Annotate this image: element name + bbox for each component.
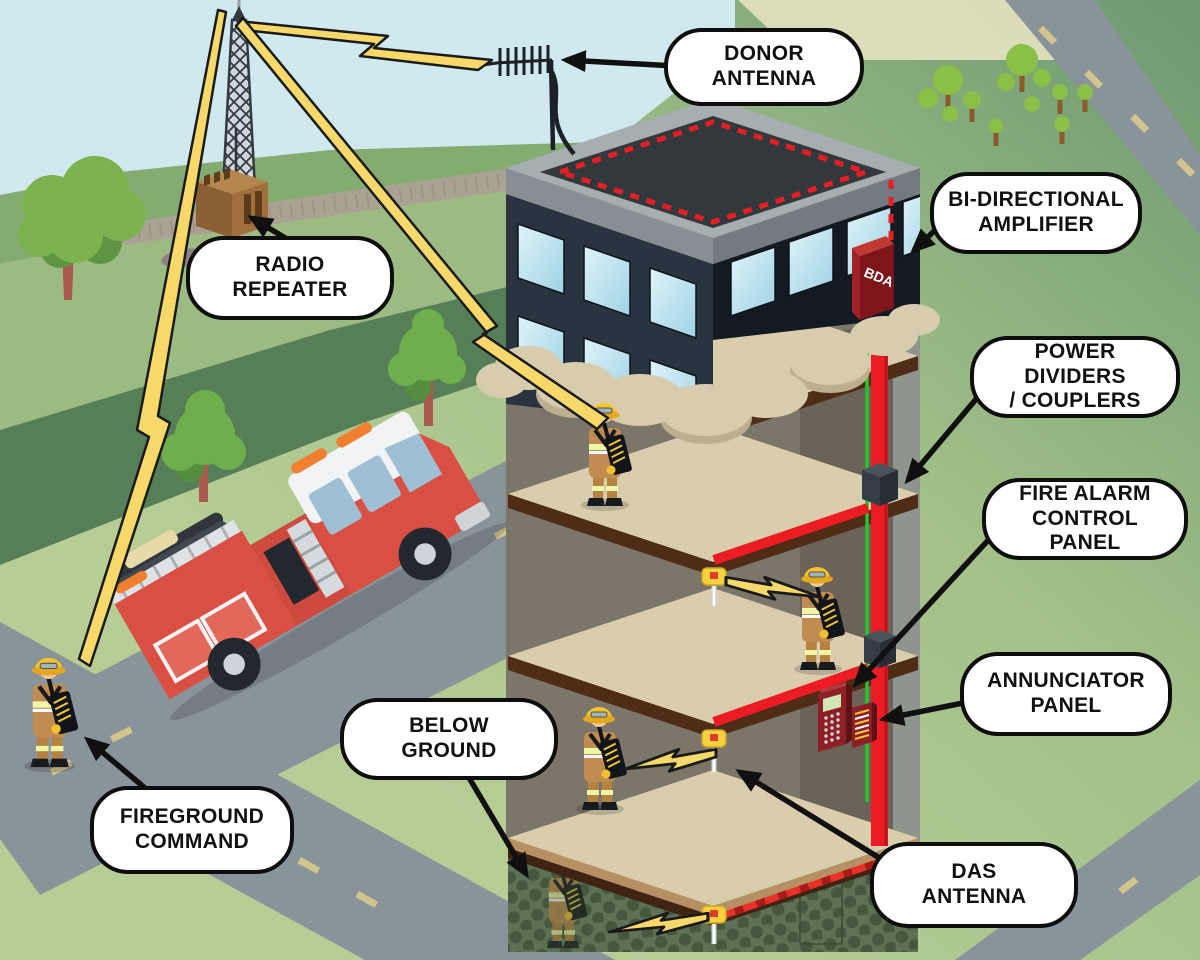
road-top-right [1005, 0, 1200, 235]
callout-donor-antenna: DONOR ANTENNA [664, 28, 864, 106]
branch-cable-1 [712, 503, 870, 565]
firefighter-ground [576, 707, 627, 815]
bolt-repeater-to-firefighter [234, 16, 610, 431]
callout-facp: FIRE ALARM CONTROL PANEL [982, 478, 1188, 560]
bolt-repeater-to-command [77, 8, 228, 668]
fire-truck [102, 411, 510, 721]
callout-below-ground: BELOW GROUND [340, 698, 558, 780]
donor-antenna [467, 45, 576, 156]
trees-right-canopy [918, 44, 1093, 133]
arrow-das-antenna [735, 769, 888, 865]
tree-medium-1 [161, 390, 246, 502]
callout-power-dividers: POWER DIVIDERS / COUPLERS [970, 336, 1180, 418]
bolt-repeater-to-donor [242, 20, 494, 72]
arrow-below-ground [465, 774, 529, 879]
callout-fireground: FIREGROUND COMMAND [90, 786, 294, 874]
tree-medium-2 [388, 309, 466, 426]
building: BDA [467, 45, 940, 952]
bda-box: BDA [852, 236, 896, 320]
firefighter-floor2 [794, 567, 845, 675]
annunciator-panel [852, 702, 877, 748]
arrow-annunciator [878, 699, 969, 726]
arrow-donor-antenna [560, 50, 677, 73]
roof [506, 98, 920, 264]
power-coupler-1 [862, 463, 898, 506]
lightning-bolts [77, 8, 823, 936]
tree-large [18, 156, 146, 300]
fire-alarm-control-panel [818, 682, 852, 752]
radio-repeater-tower [220, 0, 258, 210]
callout-das-antenna: DAS ANTENNA [870, 842, 1078, 928]
das-antenna-floor3 [701, 567, 727, 606]
roof-cable [551, 119, 875, 225]
arrow-power-dividers [904, 390, 985, 485]
bolt-basement [607, 911, 710, 936]
bolt-ground [623, 747, 718, 773]
firefighters [24, 403, 845, 815]
building-corner-column [893, 300, 920, 845]
arrow-fireground [83, 736, 154, 797]
arrow-facp [852, 534, 995, 689]
callout-annunciator: ANNUNCIATOR PANEL [960, 652, 1172, 736]
callout-bda: BI-DIRECTIONAL AMPLIFIER [930, 172, 1142, 254]
firefighter-command [24, 657, 79, 773]
bolt-floor3 [724, 575, 823, 601]
branch-cable-2 [712, 663, 870, 727]
trees-right [945, 70, 1088, 146]
callout-radio-repeater: RADIO REPEATER [186, 236, 394, 320]
